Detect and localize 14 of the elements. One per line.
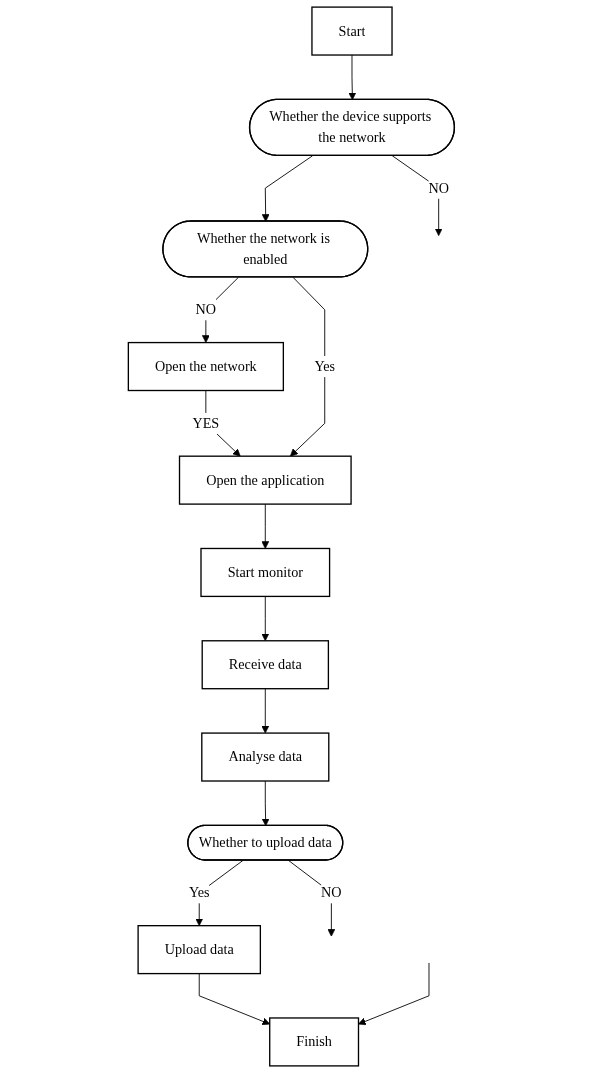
node-box: Open the network [127,341,284,392]
edge-label: NO [428,180,449,196]
edge-label: YES [192,415,219,431]
edge-label: Yes [188,884,210,900]
node-box: Finish [268,1017,359,1067]
node-box: Start monitor [200,547,330,598]
node-box: Start [310,6,393,56]
node-box: Open the application [178,455,352,505]
edge-label: NO [320,884,342,900]
edge-label: Yes [314,358,335,374]
edge-label: NO [195,301,216,317]
node-box: Receive data [201,640,329,690]
node-box: Analyse data [200,732,330,782]
node-box: Upload data [137,925,261,975]
